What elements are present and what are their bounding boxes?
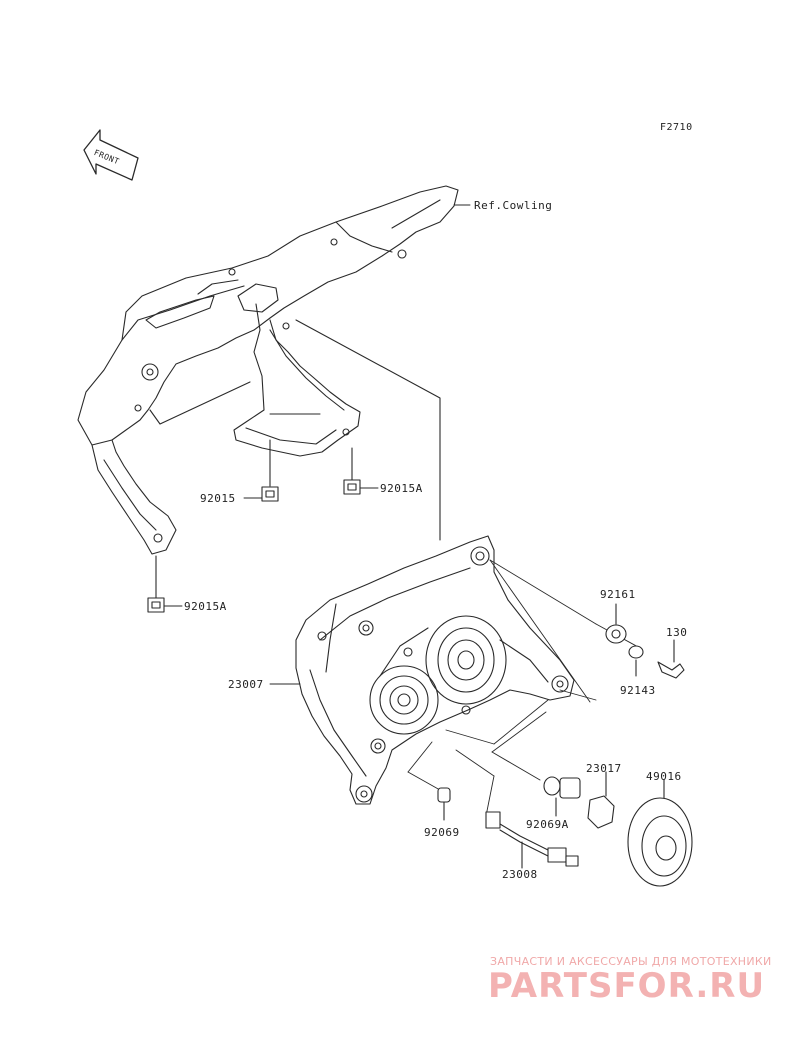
watermark-logo: PARTSFOR.RU [488, 966, 766, 1006]
part-label-92069a[interactable]: 92069A [526, 818, 569, 831]
clip-92015 [261, 486, 279, 502]
part-label-92143[interactable]: 92143 [620, 684, 656, 697]
part-label-23008[interactable]: 23008 [502, 868, 538, 881]
part-label-49016[interactable]: 49016 [646, 770, 682, 783]
cover-49016 [627, 779, 693, 887]
part-label-92161[interactable]: 92161 [600, 588, 636, 601]
part-label-92015[interactable]: 92015 [200, 492, 236, 505]
part-label-92015a-right[interactable]: 92015A [380, 482, 423, 495]
clip-92015a-left [147, 597, 165, 613]
part-label-23017[interactable]: 23017 [586, 762, 622, 775]
cowling-bracket [77, 185, 459, 555]
bulb-92069a [543, 776, 581, 817]
collar-92143 [628, 645, 644, 677]
clip-leader-lines [155, 439, 353, 599]
label-leaders [163, 204, 471, 685]
headlamp-guide-lines [407, 559, 641, 817]
ref-cowling-label: Ref.Cowling [474, 199, 553, 212]
bulb-92069 [437, 787, 451, 821]
socket-23017 [587, 771, 615, 829]
clip-92015a-right [343, 479, 361, 495]
bolt-130 [657, 639, 685, 679]
watermark-tagline: ЗАПЧАСТИ И АКСЕССУАРЫ ДЛЯ МОТОТЕХНИКИ [490, 955, 772, 968]
harness-23008 [485, 811, 579, 869]
headlamp-assembly [295, 535, 575, 805]
part-label-23007[interactable]: 23007 [228, 678, 264, 691]
grommet-92161 [605, 603, 627, 644]
part-label-130[interactable]: 130 [666, 626, 688, 639]
part-label-92069[interactable]: 92069 [424, 826, 460, 839]
part-label-92015a-left[interactable]: 92015A [184, 600, 227, 613]
front-arrow-icon [83, 129, 139, 181]
figure-code: F2710 [660, 122, 693, 133]
